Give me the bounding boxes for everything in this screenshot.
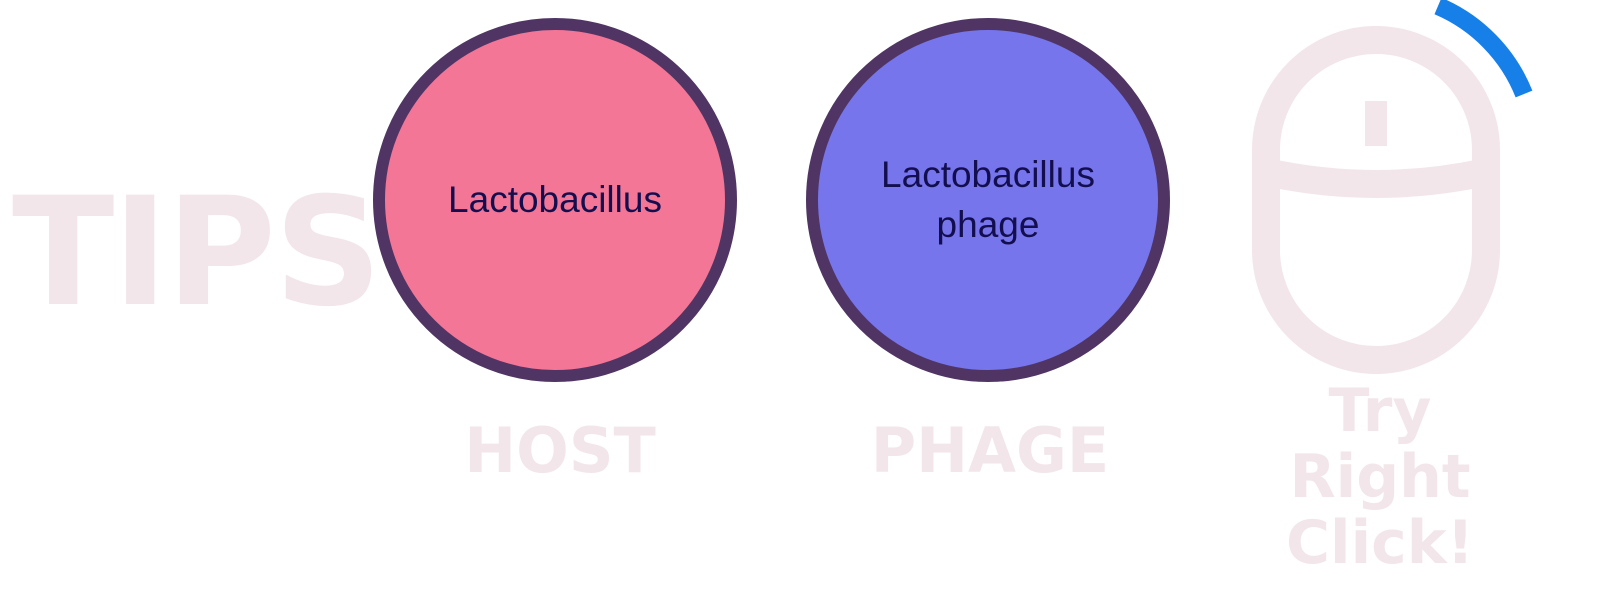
mouse-button-divider [1263,158,1489,198]
phage-circle[interactable]: Lactobacillus phage [806,18,1170,382]
phage-caption: PHAGE [870,414,1110,487]
scroll-wheel-icon [1365,101,1387,146]
right-click-indicator [1434,0,1533,98]
tips-heading: TIPS [12,166,382,340]
host-caption: HOST [464,414,656,487]
host-circle-label: Lactobacillus [448,179,662,220]
mouse-icon [1252,0,1533,374]
host-circle[interactable]: Lactobacillus [373,18,737,382]
mouse-hint-graphic [1230,0,1600,380]
phage-circle-label: Lactobacillus phage [881,154,1095,245]
right-click-hint: Try Right Click! [1286,376,1474,578]
